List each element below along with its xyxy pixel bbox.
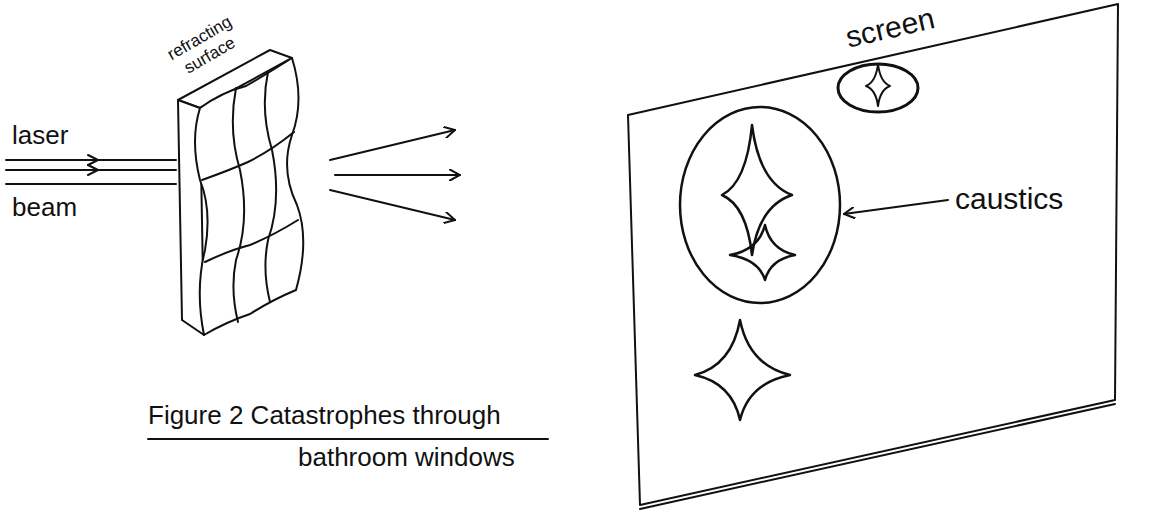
caustic-ellipse [838, 64, 918, 112]
refracted-ray [330, 190, 455, 220]
cusp-caustic [722, 125, 792, 255]
ray-arrowhead [88, 155, 98, 165]
laser-ray [6, 169, 176, 171]
surface-ripple [202, 132, 294, 180]
ray-arrowhead [88, 165, 98, 175]
surface-ripple [205, 220, 298, 262]
surface-ripple [233, 88, 244, 322]
cusp-caustic [695, 320, 790, 420]
refracting-surface [195, 58, 303, 335]
cusp-caustic [730, 225, 795, 280]
refracted-ray [330, 130, 455, 160]
refracted-ray [335, 174, 460, 176]
figure-caption: Figure 2 Catastrophes through bathroom w… [148, 395, 598, 478]
source-label: beam [12, 192, 77, 223]
laser-ray [6, 183, 176, 185]
source-label: laser [12, 120, 68, 151]
surface-ripple [265, 72, 276, 302]
caustic-ellipse [680, 107, 840, 303]
screen-edge [640, 404, 1115, 509]
leader-arrow [844, 200, 948, 214]
screen [628, 4, 1118, 505]
cusp-caustic [866, 64, 890, 106]
laser-ray [6, 159, 176, 161]
caption-underline [148, 438, 548, 440]
callout-label: caustics [955, 181, 1063, 217]
